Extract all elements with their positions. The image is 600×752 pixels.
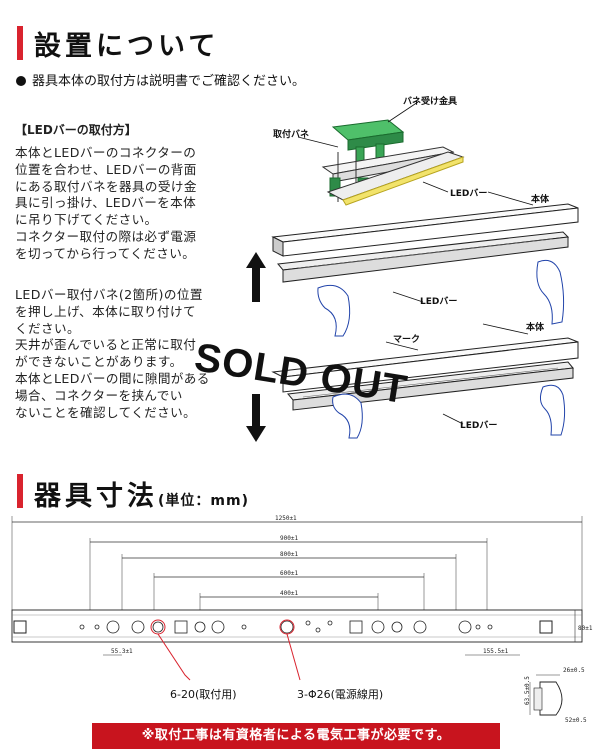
dim-800: 800±1: [280, 551, 298, 558]
mounting-note: 器具本体の取付方は説明書でご確認ください。: [16, 70, 305, 89]
dim-side-h1: 63.5±0.5: [524, 676, 531, 705]
instruction-line: 本体とLEDバーの間に隙間がある: [15, 370, 210, 386]
up-arrow-icon: [246, 252, 266, 302]
down-arrow-icon: [246, 394, 266, 442]
dim-height: 80±1: [578, 625, 593, 632]
instruction-line: コネクター取付の際は必ず電源: [15, 228, 197, 244]
section2-title: 器具寸法(単位：mm): [34, 474, 249, 513]
instructions-heading: 【LEDバーの取付方】: [15, 123, 137, 137]
instruction-line: ないことを確認してください。: [15, 404, 197, 420]
spring-bracket-detail: バネ受け金具 取付バネ LEDバー: [273, 95, 487, 206]
label-mark: マーク: [393, 334, 420, 345]
unit-label: (単位：mm): [158, 493, 249, 509]
dim-side-width: 26±0.5: [563, 667, 585, 674]
body-and-bar-upper: 本体 LEDバー: [246, 191, 579, 337]
dimension-drawing: 1250±1 900±1 800±1 600±1 400±1 55.3±1 15…: [11, 515, 593, 724]
section1-title: 設置について: [34, 31, 220, 62]
installation-diagram: バネ受け金具 取付バネ LEDバー 本体 LEDバー 本体 マーク LEDバー: [246, 95, 579, 442]
instruction-line: に吊り下げてください。: [15, 212, 158, 228]
dim-right-offset: 155.5±1: [483, 648, 509, 655]
label-body-upper: 本体: [531, 193, 550, 205]
mounting-note-text: 器具本体の取付方は説明書でご確認ください。: [32, 74, 306, 89]
label-mount-spring: 取付バネ: [273, 128, 309, 140]
instruction-line: 本体とLEDバーのコネクターの: [15, 145, 197, 160]
instruction-line: ができないことがあります。: [15, 354, 183, 370]
instruction-line: LEDバー取付バネ(2箇所)の位置: [15, 287, 203, 302]
mount-holes-label: 6-20(取付用): [170, 688, 237, 701]
instruction-line: にある取付バネを器具の受け金: [15, 178, 197, 194]
body-and-bar-lower: 本体 マーク LEDバー: [246, 321, 579, 442]
label-led-bar-top: LEDバー: [450, 188, 487, 199]
side-profile: 26±0.5 63.5±0.5 52±0.5: [524, 667, 587, 724]
dim-600: 600±1: [280, 570, 298, 577]
dim-overall: 1250±1: [275, 515, 297, 522]
holes: [79, 620, 493, 634]
instruction-line: 具に引っ掛け、LEDバーを本体: [15, 195, 197, 211]
instruction-line: 天井が歪んでいると正常に取付: [15, 337, 197, 353]
section2-title-text: 器具寸法: [34, 481, 158, 512]
instruction-line: 位置を合わせ、LEDバーの背面: [15, 161, 197, 177]
bullet-icon: [16, 76, 26, 86]
warning-banner: ※取付工事は有資格者による電気工事が必要です。: [92, 723, 500, 749]
instructions-paragraph-2: LEDバー取付バネ(2箇所)の位置を押し上げ、本体に取り付けてください。天井が歪…: [15, 287, 230, 421]
power-holes-label: 3-Φ26(電源線用): [297, 688, 384, 701]
section2-accent-bar: [17, 474, 23, 508]
label-led-bar-mid: LEDバー: [420, 296, 457, 307]
dim-900: 900±1: [280, 535, 298, 542]
instruction-line: ください。: [15, 320, 80, 336]
label-body-lower: 本体: [526, 321, 545, 333]
dim-side-h2: 52±0.5: [565, 717, 587, 724]
section1-accent-bar: [17, 26, 23, 60]
dim-400: 400±1: [280, 590, 298, 597]
dim-left-offset: 55.3±1: [111, 648, 133, 655]
instruction-line: を押し上げ、本体に取り付けて: [15, 303, 197, 319]
fixture-body: [11, 609, 583, 643]
instructions-paragraph-1: 本体とLEDバーのコネクターの位置を合わせ、LEDバーの背面にある取付バネを器具…: [15, 145, 230, 263]
instruction-line: 場合、コネクターを挟んでい: [15, 387, 183, 403]
label-spring-bracket: バネ受け金具: [403, 95, 457, 107]
instruction-line: を切ってから行ってください。: [15, 245, 196, 261]
label-led-bar-lower: LEDバー: [460, 420, 497, 431]
